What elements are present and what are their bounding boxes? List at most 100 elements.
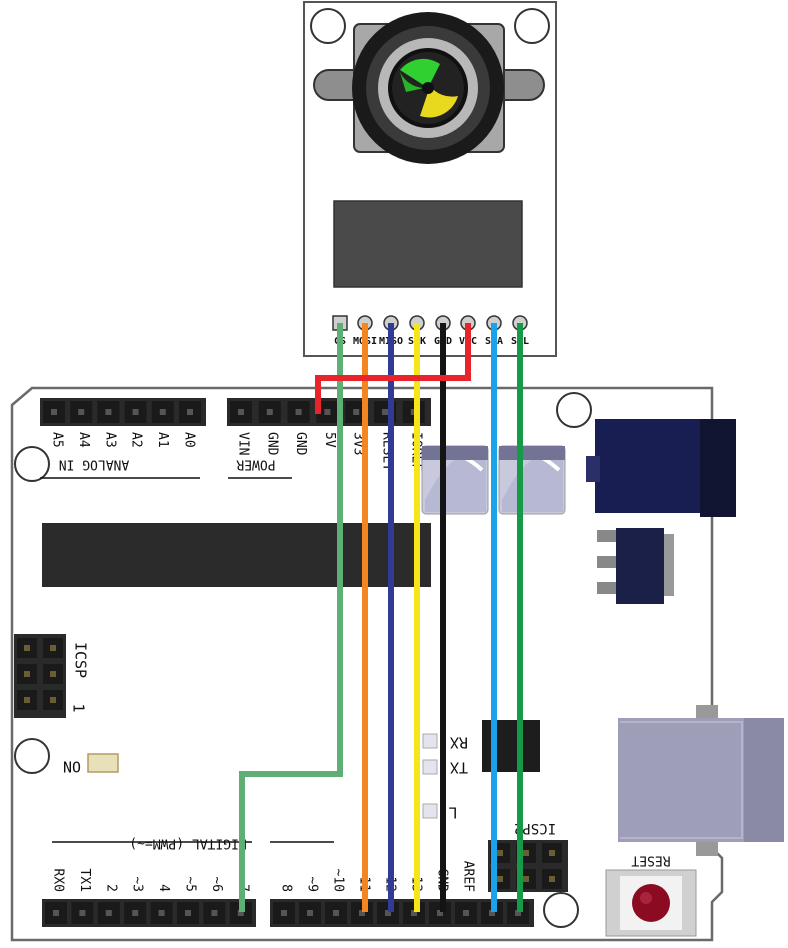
- camera-chip: [333, 200, 523, 288]
- header-pin-hole: [50, 697, 56, 703]
- header-pin-hole: [187, 409, 193, 415]
- mount-hole: [310, 8, 346, 44]
- header-pin-hole: [158, 910, 165, 916]
- pin-label: ~3: [130, 876, 145, 892]
- pin-label: A4: [76, 432, 91, 448]
- pin-label: AREF: [461, 861, 476, 892]
- header-pin-hole: [523, 850, 529, 856]
- header-pin-hole: [24, 697, 30, 703]
- tx-label: TX: [450, 759, 468, 777]
- tx-led: [422, 759, 438, 775]
- header-pin-hole: [53, 910, 59, 916]
- reset-button[interactable]: [605, 869, 697, 937]
- header-pin-hole: [497, 876, 503, 882]
- microcontroller-chip: [42, 523, 431, 587]
- digital-header-low: [42, 899, 256, 927]
- header-pin-hole: [132, 910, 139, 916]
- header-pin-hole: [79, 910, 86, 916]
- pin-label: VIN: [236, 432, 251, 455]
- wires: [239, 323, 523, 912]
- header-pin-hole: [24, 645, 30, 651]
- header-pin-hole: [353, 409, 360, 415]
- icsp-pin1-label: 1: [70, 703, 88, 712]
- analog-in-title: ANALOG IN: [59, 457, 129, 472]
- icsp2-header: [488, 840, 568, 892]
- pin-label: GND: [293, 432, 308, 456]
- analog-header: [40, 398, 206, 426]
- header-pin-hole: [385, 910, 391, 916]
- header-pin-hole: [437, 910, 443, 916]
- pin-label: GND: [264, 432, 279, 456]
- header-pin-hole: [515, 910, 521, 916]
- power-header: [227, 398, 431, 426]
- mount-hole: [14, 446, 50, 482]
- header-pin-hole: [333, 910, 339, 916]
- header-pin-hole: [324, 409, 331, 415]
- l-led: [422, 803, 438, 819]
- power-title: POWER: [236, 457, 275, 472]
- header-pin-hole: [463, 910, 469, 916]
- header-pin-hole: [295, 409, 302, 415]
- header-pin-hole: [50, 671, 56, 677]
- pin-label: ~6: [209, 876, 224, 892]
- header-pin-hole: [237, 910, 244, 916]
- pin-label: ~9: [305, 876, 320, 892]
- usb-interface-chip: [482, 720, 540, 772]
- power-jack: [586, 419, 736, 517]
- header-pin-hole: [105, 910, 112, 916]
- header-pin-hole: [51, 409, 57, 415]
- wire-vcc: [315, 323, 471, 414]
- header-pin-hole: [132, 409, 139, 415]
- header-pin-hole: [359, 910, 365, 916]
- pin-label: 5V: [322, 432, 337, 448]
- header-pin-hole: [411, 910, 417, 916]
- header-pin-hole: [497, 850, 503, 856]
- pin-label: A3: [102, 432, 117, 448]
- mount-hole: [14, 738, 50, 774]
- header-pin-hole: [238, 409, 244, 415]
- voltage-regulator: [597, 528, 674, 604]
- header-pin-hole: [159, 409, 166, 415]
- mount-hole: [543, 892, 579, 928]
- pin-label: 4: [156, 884, 171, 892]
- wire-cs: [239, 323, 343, 912]
- on-label: ON: [63, 758, 81, 776]
- analog-pin-labels: A5 A4 A3 A2 A1 A0: [50, 432, 197, 448]
- header-pin-hole: [523, 876, 529, 882]
- pin-label: A5: [50, 432, 65, 448]
- icsp-label: ICSP: [72, 642, 90, 678]
- pin-label: A2: [129, 432, 144, 448]
- pin-label: ~10: [331, 869, 346, 892]
- reset-label: RESET: [631, 853, 670, 868]
- pin-label: A1: [155, 432, 170, 448]
- pin-label: RX0: [51, 869, 66, 892]
- header-pin-hole: [105, 409, 112, 415]
- mount-hole: [556, 392, 592, 428]
- pin-label: ~5: [183, 876, 198, 892]
- header-pin-hole: [185, 910, 191, 916]
- pin-label: 2: [103, 884, 118, 892]
- rx-led: [422, 733, 438, 749]
- header-pin-hole: [266, 409, 273, 415]
- pin-label: 8: [279, 884, 294, 892]
- capacitor: [498, 445, 566, 515]
- usb-connector: [618, 705, 784, 856]
- icsp2-label: ICSP2: [514, 820, 556, 836]
- capacitor: [421, 445, 489, 515]
- header-pin-hole: [549, 876, 555, 882]
- header-pin-hole: [489, 910, 495, 916]
- l-label: L: [448, 804, 457, 822]
- pin-label: A0: [182, 432, 197, 448]
- header-pin-hole: [24, 671, 30, 677]
- header-pin-hole: [410, 409, 417, 415]
- on-led: [87, 753, 119, 773]
- icsp-header: [14, 634, 66, 718]
- mount-hole: [514, 8, 550, 44]
- rx-label: RX: [450, 734, 468, 752]
- header-pin-hole: [307, 910, 313, 916]
- header-pin-hole: [78, 409, 85, 415]
